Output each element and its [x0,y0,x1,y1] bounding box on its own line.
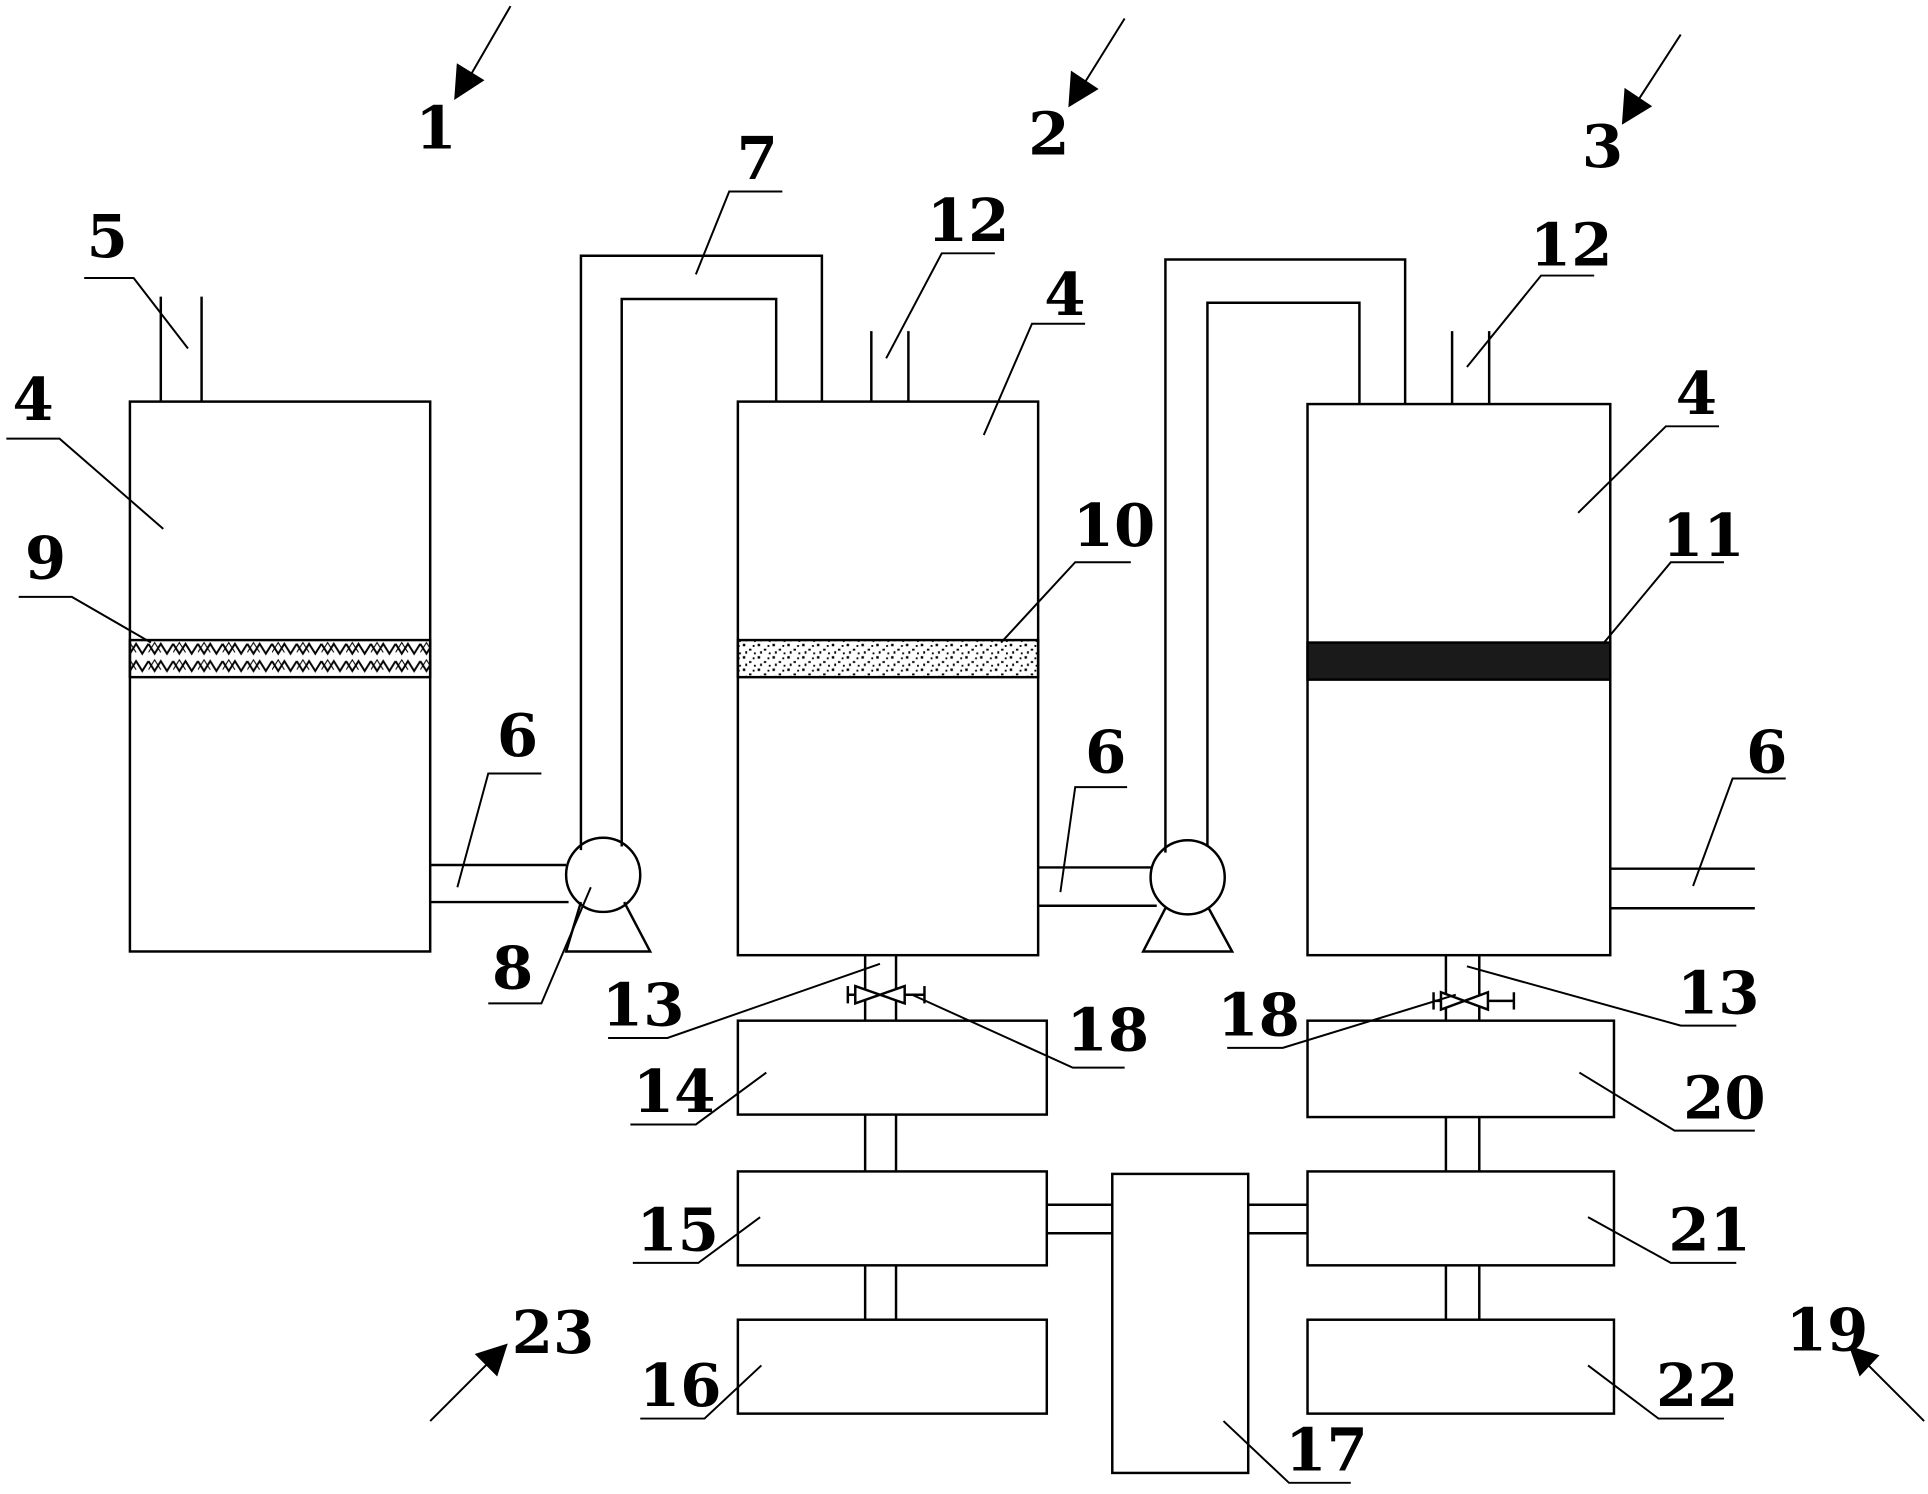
diagram-lines [128,254,1755,1475]
label-14: 14 [633,1056,716,1126]
label-12-b: 12 [1530,210,1613,280]
box-17 [1111,1172,1250,1475]
label-11: 11 [1662,500,1745,570]
label-4-tank1: 4 [13,364,54,434]
label-15: 15 [637,1195,720,1265]
label-23: 23 [512,1297,595,1367]
label-18-a: 18 [1067,994,1150,1064]
return-pipe-b-inner [1206,301,1361,847]
box-16 [736,1318,1049,1415]
box-21 [1306,1170,1616,1267]
leader-lines [6,5,1925,1484]
return-pipe-7-outer [579,254,824,851]
label-6-right: 6 [1746,716,1787,786]
label-2: 2 [1028,98,1069,168]
label-13-a: 13 [602,970,685,1040]
return-pipe-7-inner [620,297,778,847]
box-15 [736,1170,1049,1267]
return-pipe-b-outer [1164,258,1407,853]
pump-2 [1149,839,1226,916]
label-1: 1 [415,92,456,162]
label-18-b: 18 [1217,980,1300,1050]
box-22 [1306,1318,1616,1415]
label-4-tank2: 4 [1044,259,1085,329]
label-4-tank3: 4 [1676,358,1717,428]
packing-layer-9 [128,638,432,679]
label-13-b: 13 [1677,957,1760,1027]
arrow-23-icon [474,1343,508,1377]
arrow-3-icon [1621,87,1653,125]
valve-18-b [1432,990,1516,1012]
label-22: 22 [1656,1350,1739,1420]
label-21: 21 [1668,1195,1751,1265]
label-10: 10 [1073,490,1156,560]
arrowheads [454,63,1880,1377]
label-5: 5 [87,201,128,271]
box-14 [736,1019,1049,1116]
arrow-1-icon [454,63,485,101]
label-6-left: 6 [497,700,538,770]
label-6-mid: 6 [1085,716,1126,786]
packing-layer-11 [1306,641,1612,681]
label-16: 16 [639,1350,722,1420]
arrow-2-icon [1068,70,1099,108]
number-labels: 1 2 3 5 4 9 6 7 12 4 10 6 12 4 11 6 8 13… [13,92,1869,1484]
arrow-19-icon [1849,1345,1880,1377]
label-9: 9 [25,522,66,592]
box-20 [1306,1019,1616,1119]
label-17: 17 [1285,1414,1368,1484]
label-20: 20 [1683,1062,1766,1132]
label-8: 8 [492,933,533,1003]
label-7: 7 [737,123,778,193]
label-19: 19 [1786,1295,1869,1365]
pump-8 [564,836,642,914]
pump-2-base [1141,907,1235,953]
label-12-a: 12 [927,185,1010,255]
label-3: 3 [1582,111,1623,181]
packing-layer-10 [736,638,1040,679]
